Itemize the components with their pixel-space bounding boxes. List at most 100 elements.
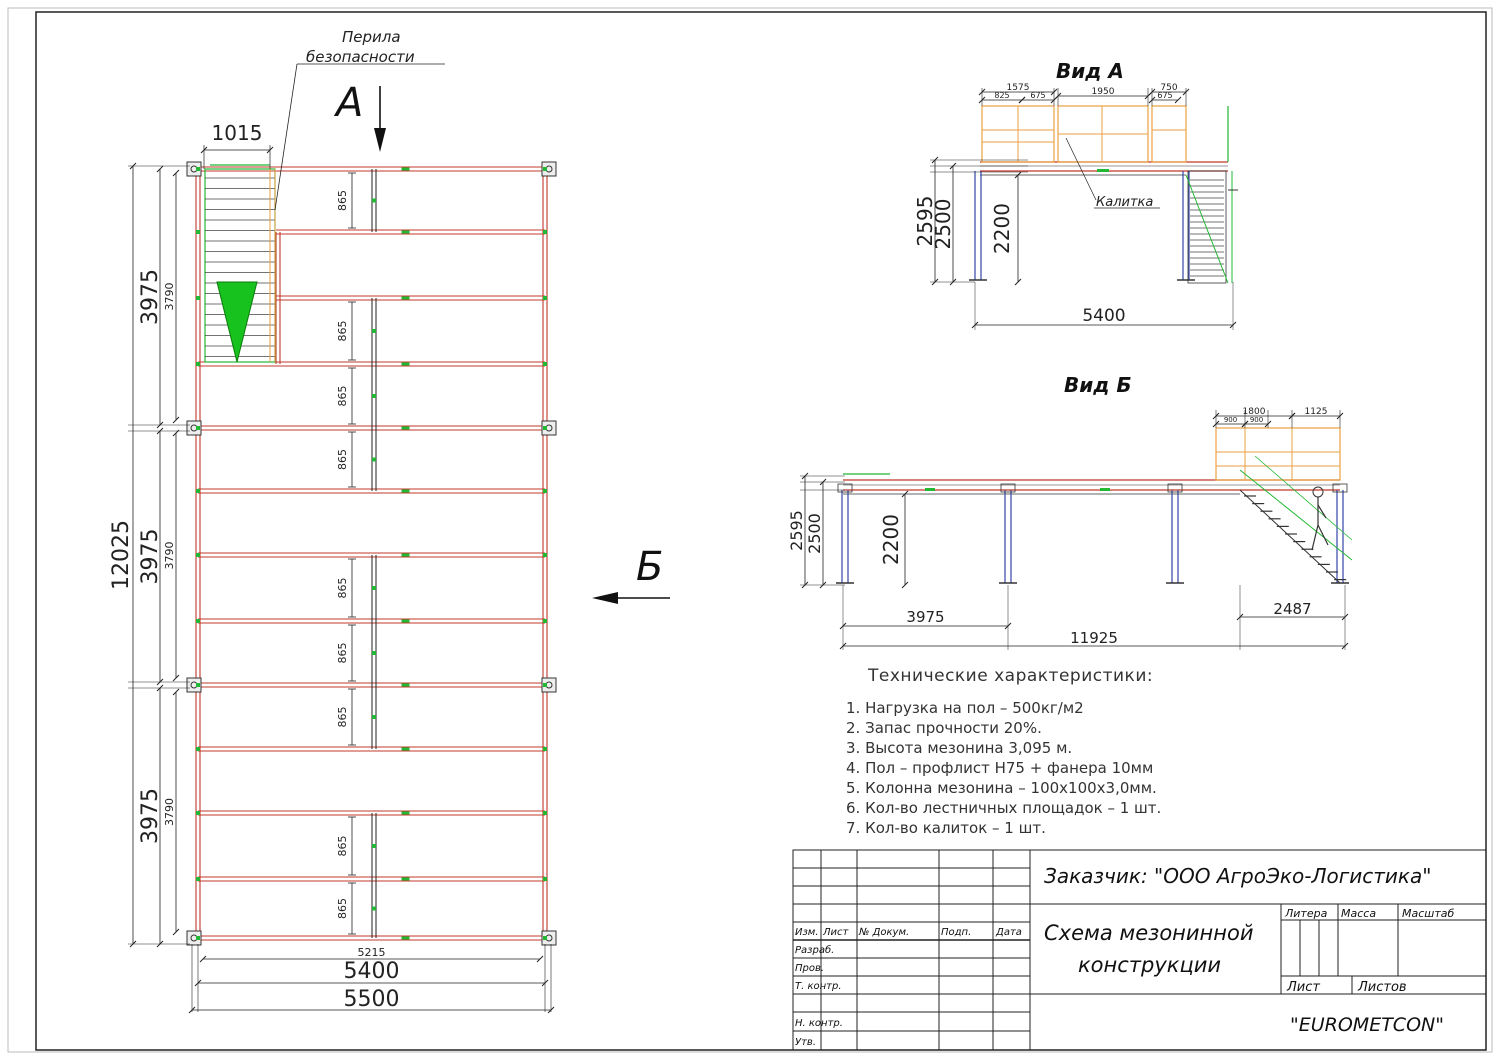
outer-frame (7, 7, 1493, 1053)
row-nkontr: Н. контр. (795, 1018, 843, 1029)
spec-item: 3. Высота мезонина 3,095 м. (846, 739, 1072, 757)
railing-right (1151, 105, 1187, 163)
joist-bolt (372, 906, 376, 911)
dim-tick (266, 146, 274, 154)
connection-mark (543, 877, 547, 881)
dim-865: 865 (336, 578, 349, 599)
view-a-arrow-label: А (333, 80, 363, 126)
dim-tick (1341, 613, 1349, 621)
dim-865: 865 (336, 190, 349, 211)
dim-tick (1050, 88, 1058, 96)
beam-splice (401, 296, 410, 300)
specs-title: Технические характеристики: (867, 666, 1153, 686)
dim-2200-b: 2200 (879, 514, 903, 565)
column-plate (541, 930, 557, 946)
dim-tick (194, 979, 202, 987)
column-plate (186, 677, 202, 693)
beam-splice (401, 683, 410, 687)
stair-stringer (1239, 489, 1341, 584)
tech-specs: Технические характеристики: 1. Нагрузка … (846, 666, 1161, 837)
beam-splice (401, 811, 410, 815)
connection-mark (196, 619, 200, 623)
dim-tick (1288, 412, 1296, 420)
spec-item: 1. Нагрузка на пол – 500кг/м2 (846, 699, 1084, 717)
spec-item: 4. Пол – профлист Н75 + фанера 10мм (846, 759, 1153, 777)
dim-5400-a: 5400 (1082, 306, 1125, 326)
drawing-title-line1: Схема мезонинной (1044, 921, 1254, 945)
connection-mark (196, 426, 200, 430)
connection-mark (543, 489, 547, 493)
connection-mark (196, 230, 200, 234)
dim-5215: 5215 (358, 946, 386, 959)
joist-bolt (372, 457, 376, 462)
dim-3975-b: 3975 (138, 529, 163, 585)
stair-side (1187, 170, 1227, 284)
col-sign: Подп. (941, 927, 971, 938)
person-body-icon (1311, 497, 1329, 551)
connection-mark (543, 426, 547, 430)
row-tkontr: Т. контр. (795, 981, 842, 992)
dim-tick (1212, 420, 1220, 428)
dim-tick (1182, 88, 1190, 96)
beam-splice (401, 619, 410, 623)
beam-splice (401, 362, 410, 366)
dim-825: 825 (994, 91, 1009, 100)
dim-1950: 1950 (1092, 87, 1115, 97)
stair-handrail (1185, 174, 1229, 284)
dim-865: 865 (336, 321, 349, 342)
column-cap (1167, 483, 1183, 493)
row-razrab: Разраб. (795, 944, 834, 956)
connection-mark (543, 747, 547, 751)
customer-label: Заказчик: "ООО АгроЭко-Логистика" (1044, 864, 1431, 888)
dim-tick (172, 688, 180, 696)
dim-tick (819, 478, 827, 486)
spec-item: 7. Кол-во калиток – 1 шт. (846, 819, 1046, 837)
dim-tick (199, 955, 207, 963)
dim-2500-b: 2500 (805, 513, 824, 554)
column-plate (541, 420, 557, 436)
connection-mark (543, 167, 547, 171)
inner-frame (35, 11, 1487, 1051)
dim-tick (1336, 412, 1344, 420)
column-plate (186, 930, 202, 946)
dim-tick (801, 581, 809, 589)
dim-tick (1212, 412, 1220, 420)
dim-tick (949, 162, 957, 170)
dim-tick (188, 1006, 196, 1014)
beam-splice (401, 230, 410, 234)
listov-label: Листов (1357, 980, 1407, 995)
row-prov: Пров. (795, 963, 824, 974)
railing-leader-line (274, 63, 298, 211)
connection-mark (543, 296, 547, 300)
dim-tick (801, 472, 809, 480)
dim-tick (1054, 92, 1062, 100)
title-block-text: Заказчик: "ООО АгроЭко-Логистика" Схема … (795, 864, 1454, 1048)
dim-tick (1014, 171, 1022, 179)
company-name: "EUROMETCON" (1290, 1014, 1444, 1036)
stair-direction-arrow-icon (216, 281, 258, 363)
dim-675b: 675 (1157, 91, 1172, 100)
landing-railing (1215, 427, 1341, 481)
joist-bolt (372, 394, 376, 398)
list-label: Лист (1286, 980, 1320, 995)
dim-tick (819, 581, 827, 589)
connection-mark (196, 747, 200, 751)
deck-splice (925, 488, 935, 491)
dim-tick (931, 278, 939, 286)
connection-mark (196, 553, 200, 557)
beam-splice (401, 167, 410, 171)
dim-tick (978, 96, 986, 104)
connection-mark (543, 230, 547, 234)
gate-leader-line (1065, 137, 1097, 201)
connection-mark (543, 619, 547, 623)
dim-3975-c: 3975 (138, 788, 163, 844)
dim-3975-a: 3975 (138, 269, 163, 325)
dim-tick (1014, 278, 1022, 286)
connection-mark (196, 877, 200, 881)
col-date: Дата (995, 927, 1022, 938)
connection-mark (543, 811, 547, 815)
railing-label-line1: Перила (342, 28, 401, 46)
dim-2595-b: 2595 (787, 510, 806, 551)
